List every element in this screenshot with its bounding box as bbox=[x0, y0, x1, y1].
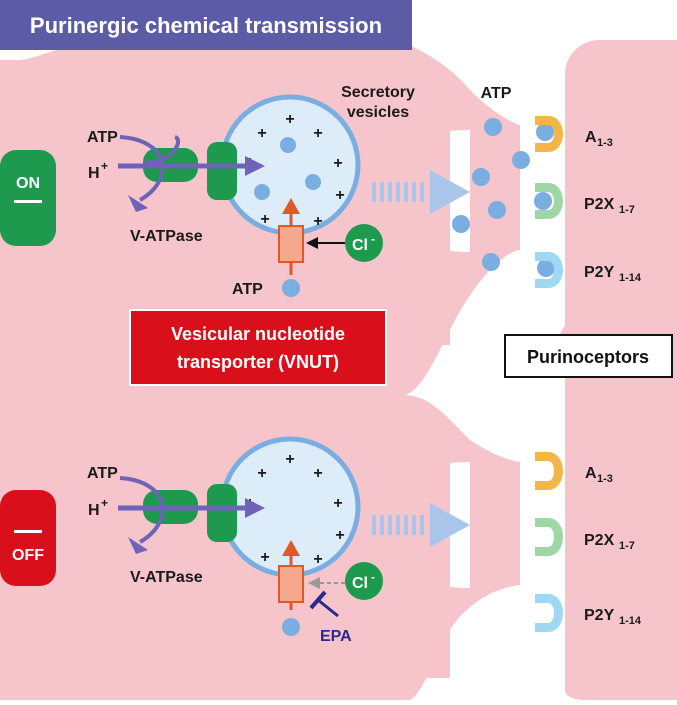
svg-text:+: + bbox=[257, 125, 266, 142]
on-badge-text: ON bbox=[16, 175, 40, 192]
receptor-label-p2x-bottom: P2X 1-7 bbox=[584, 532, 635, 552]
atp-dot-vnut-top bbox=[282, 279, 300, 297]
svg-text:1-3: 1-3 bbox=[597, 473, 613, 485]
vatpase-label-bottom: V-ATPase bbox=[130, 569, 203, 586]
receptor-a-top bbox=[535, 116, 563, 152]
svg-text:P2Y: P2Y bbox=[584, 607, 615, 624]
receptor-p2y-top bbox=[535, 252, 563, 288]
svg-text:+: + bbox=[257, 465, 266, 482]
svg-text:1-7: 1-7 bbox=[619, 204, 635, 216]
cl-arrowhead-bottom bbox=[308, 577, 320, 589]
vnut-label-line1: Vesicular nucleotide bbox=[171, 324, 345, 344]
secretory-label-line2: vesicles bbox=[347, 104, 409, 121]
epa-inhibition-line bbox=[317, 598, 339, 618]
cl-label-top: Cl bbox=[352, 237, 368, 254]
off-badge-line bbox=[14, 530, 42, 533]
svg-text:+: + bbox=[313, 551, 322, 568]
receptor-label-a-bottom: A 1-3 bbox=[585, 465, 613, 485]
svg-text:1-7: 1-7 bbox=[619, 540, 635, 552]
h-label-bottom: H bbox=[88, 502, 100, 519]
on-badge bbox=[0, 150, 56, 246]
atp-dot-vnut-bottom bbox=[282, 618, 300, 636]
on-badge-line bbox=[14, 200, 42, 203]
vnut-transporter-bottom bbox=[278, 540, 304, 610]
proton-arrowhead-top bbox=[245, 156, 265, 176]
chloride-ion-bottom bbox=[345, 562, 383, 600]
receptor-a-bottom bbox=[535, 452, 563, 490]
receptor-label-a-top: A 1-3 bbox=[585, 129, 613, 149]
svg-text:A: A bbox=[585, 129, 597, 146]
receptor-label-p2y-top: P2Y 1-14 bbox=[584, 264, 642, 284]
svg-text:+: + bbox=[260, 549, 269, 566]
off-badge bbox=[0, 490, 56, 586]
vatpase-label-top: V-ATPase bbox=[130, 228, 203, 245]
receptor-p2y-bottom bbox=[535, 594, 563, 632]
cl-arrowhead-top bbox=[306, 237, 318, 249]
cl-label-bottom: Cl bbox=[352, 575, 368, 592]
purinoceptors-box bbox=[504, 334, 673, 378]
release-arrow-top bbox=[372, 170, 470, 214]
svg-text:P2Y: P2Y bbox=[584, 264, 615, 281]
atp-label-top: ATP bbox=[87, 129, 118, 146]
title-text: Purinergic chemical transmission bbox=[30, 13, 382, 38]
svg-text:+: + bbox=[335, 187, 344, 204]
svg-text:+: + bbox=[333, 495, 342, 512]
cl-minus-bottom: - bbox=[371, 570, 375, 584]
receptor-p2x-top bbox=[535, 183, 563, 219]
atp-label-bottom: ATP bbox=[87, 465, 118, 482]
off-badge-text: OFF bbox=[12, 547, 44, 564]
released-atp-label: ATP bbox=[481, 85, 512, 102]
atp-hydrolysis-arrow-bottom bbox=[119, 476, 165, 544]
epa-label: EPA bbox=[320, 628, 352, 645]
svg-text:P2X: P2X bbox=[584, 196, 615, 213]
receptor-p2x-bottom bbox=[535, 518, 563, 556]
svg-text:P2X: P2X bbox=[584, 532, 615, 549]
atp-hydrolysis-arrow-top bbox=[119, 135, 165, 202]
atp-vnut-label-top: ATP bbox=[232, 281, 263, 298]
svg-text:1-3: 1-3 bbox=[597, 137, 613, 149]
release-arrow-bottom bbox=[372, 503, 470, 547]
svg-text:+: + bbox=[333, 155, 342, 172]
chloride-ion-top bbox=[345, 224, 383, 262]
receptor-label-p2y-bottom: P2Y 1-14 bbox=[584, 607, 642, 627]
svg-text:+: + bbox=[285, 451, 294, 468]
svg-text:1-14: 1-14 bbox=[619, 272, 642, 284]
receptor-label-p2x-top: P2X 1-7 bbox=[584, 196, 635, 216]
svg-text:A: A bbox=[585, 465, 597, 482]
h-label-top: H bbox=[88, 165, 100, 182]
atp-arrowhead-top bbox=[128, 195, 148, 212]
svg-text:+: + bbox=[335, 527, 344, 544]
svg-text:+: + bbox=[260, 211, 269, 228]
svg-text:+: + bbox=[285, 111, 294, 128]
purinoceptors-label: Purinoceptors bbox=[527, 347, 649, 367]
svg-text:+: + bbox=[313, 213, 322, 230]
cl-minus-top: - bbox=[371, 232, 375, 246]
epa-inhibition-bar bbox=[309, 590, 327, 610]
vnut-label-line2: transporter (VNUT) bbox=[177, 352, 339, 372]
vesicle-atp-dots-top bbox=[254, 137, 321, 200]
vnut-label-box bbox=[129, 309, 387, 386]
svg-text:+: + bbox=[313, 465, 322, 482]
vnut-transporter-top bbox=[278, 198, 304, 275]
proton-arrowhead-bottom bbox=[245, 498, 265, 518]
atp-arrowhead-bottom bbox=[128, 537, 148, 554]
h-plus-sup-bottom: + bbox=[101, 496, 108, 510]
h-plus-sup-top: + bbox=[101, 159, 108, 173]
svg-text:1-14: 1-14 bbox=[619, 615, 642, 627]
svg-text:+: + bbox=[313, 125, 322, 142]
released-atp-dots bbox=[452, 118, 555, 277]
title-banner bbox=[0, 0, 412, 50]
secretory-label-line1: Secretory bbox=[341, 84, 415, 101]
